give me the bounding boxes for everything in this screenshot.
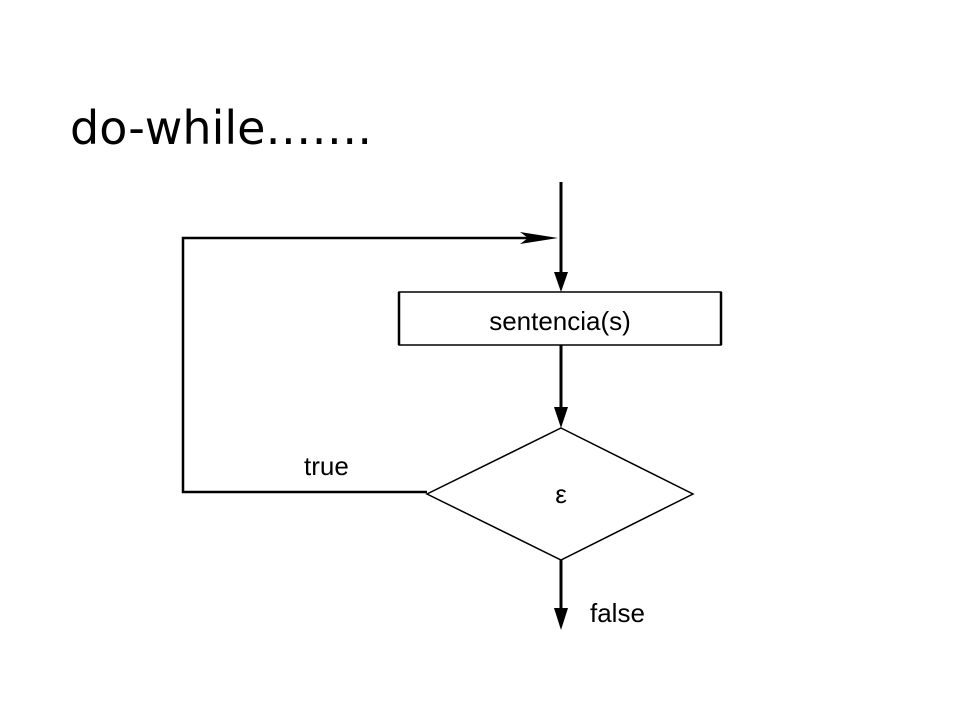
condition-label: ε xyxy=(555,479,567,509)
slide-title: do-while……. xyxy=(70,101,373,155)
true-loop-back-line xyxy=(181,236,530,494)
false-label: false xyxy=(590,598,645,628)
statement-label: sentencia(s) xyxy=(489,306,631,336)
loop-back-arrowhead xyxy=(520,232,558,244)
statement-box xyxy=(398,291,722,346)
false-exit-arrowhead xyxy=(554,608,568,630)
statement-to-condition-arrowhead xyxy=(554,407,568,428)
true-label: true xyxy=(304,451,349,481)
entry-arrowhead xyxy=(554,272,568,292)
